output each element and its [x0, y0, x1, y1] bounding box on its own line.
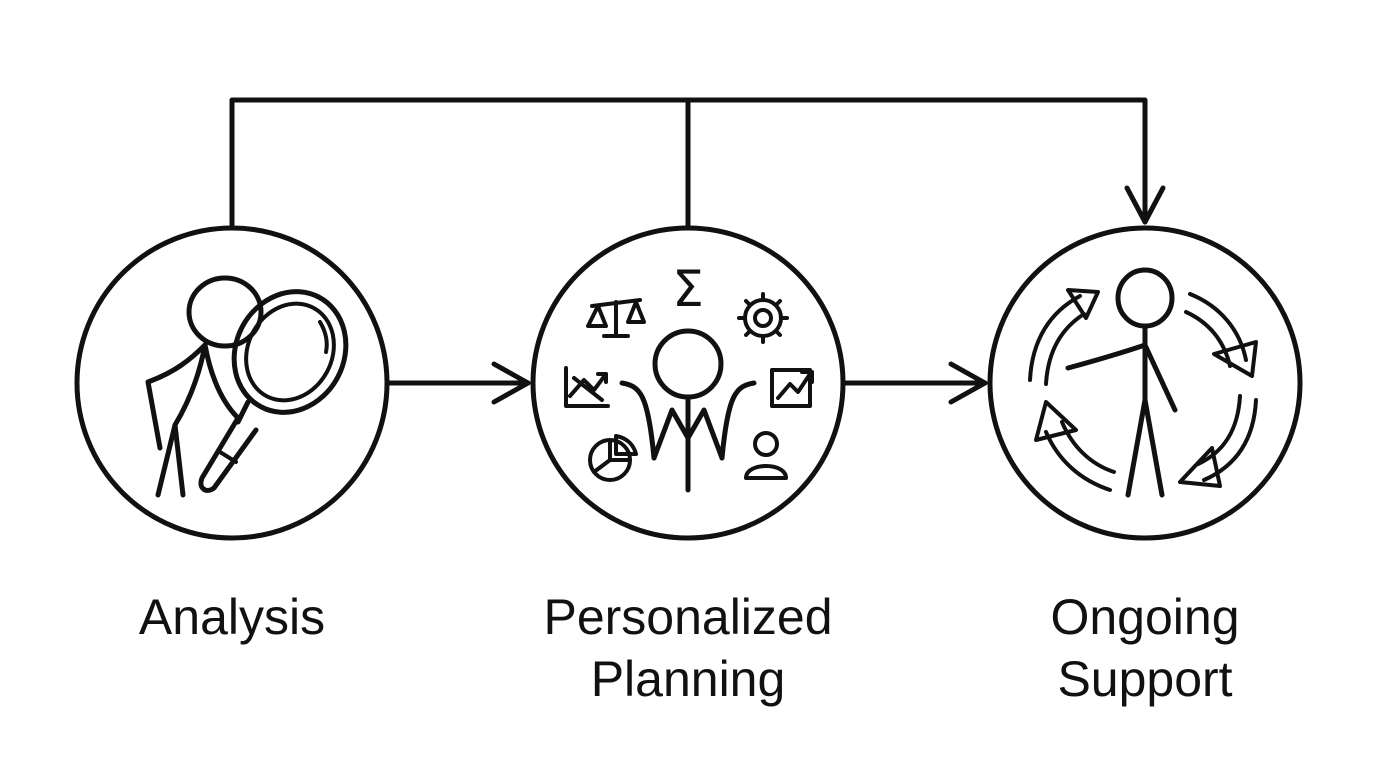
bracket-arrowhead: [1124, 185, 1166, 225]
stage-label-line: Ongoing: [1050, 589, 1240, 645]
stage-circle-support: [987, 225, 1303, 541]
stage-label-line: Support: [1057, 651, 1233, 707]
sigma-icon: Σ: [672, 260, 704, 318]
stage-label-planning: Personalized Planning: [478, 586, 898, 710]
arrow-planning-to-support: [843, 361, 988, 405]
arrow-analysis-to-planning: [387, 361, 531, 405]
stage-label-analysis: Analysis: [22, 586, 442, 648]
stage-label-support: Ongoing Support: [935, 586, 1355, 710]
analysis-figure-icon: [145, 275, 264, 498]
stage-label-line: Analysis: [138, 589, 326, 645]
stage-label-line: Planning: [590, 651, 786, 707]
gear-icon: [737, 292, 789, 344]
cycle-arrows-icon: [1028, 288, 1258, 492]
user-icon: [744, 431, 788, 480]
feedback-connector: [229, 97, 1166, 231]
pie-chart-icon: [588, 434, 638, 482]
magnifying-glass-icon: [198, 289, 349, 493]
stage-circle-planning: [530, 225, 846, 541]
trend-chart-icon: [564, 366, 610, 408]
stage-circle-analysis: [74, 225, 390, 541]
planning-figure-icon: [619, 328, 757, 493]
stage-label-line: Personalized: [543, 589, 833, 645]
svg-text:Σ: Σ: [672, 260, 704, 318]
growth-chart-icon: [770, 368, 814, 408]
support-figure-icon: [1065, 267, 1178, 498]
balance-scale-icon: [586, 298, 646, 338]
